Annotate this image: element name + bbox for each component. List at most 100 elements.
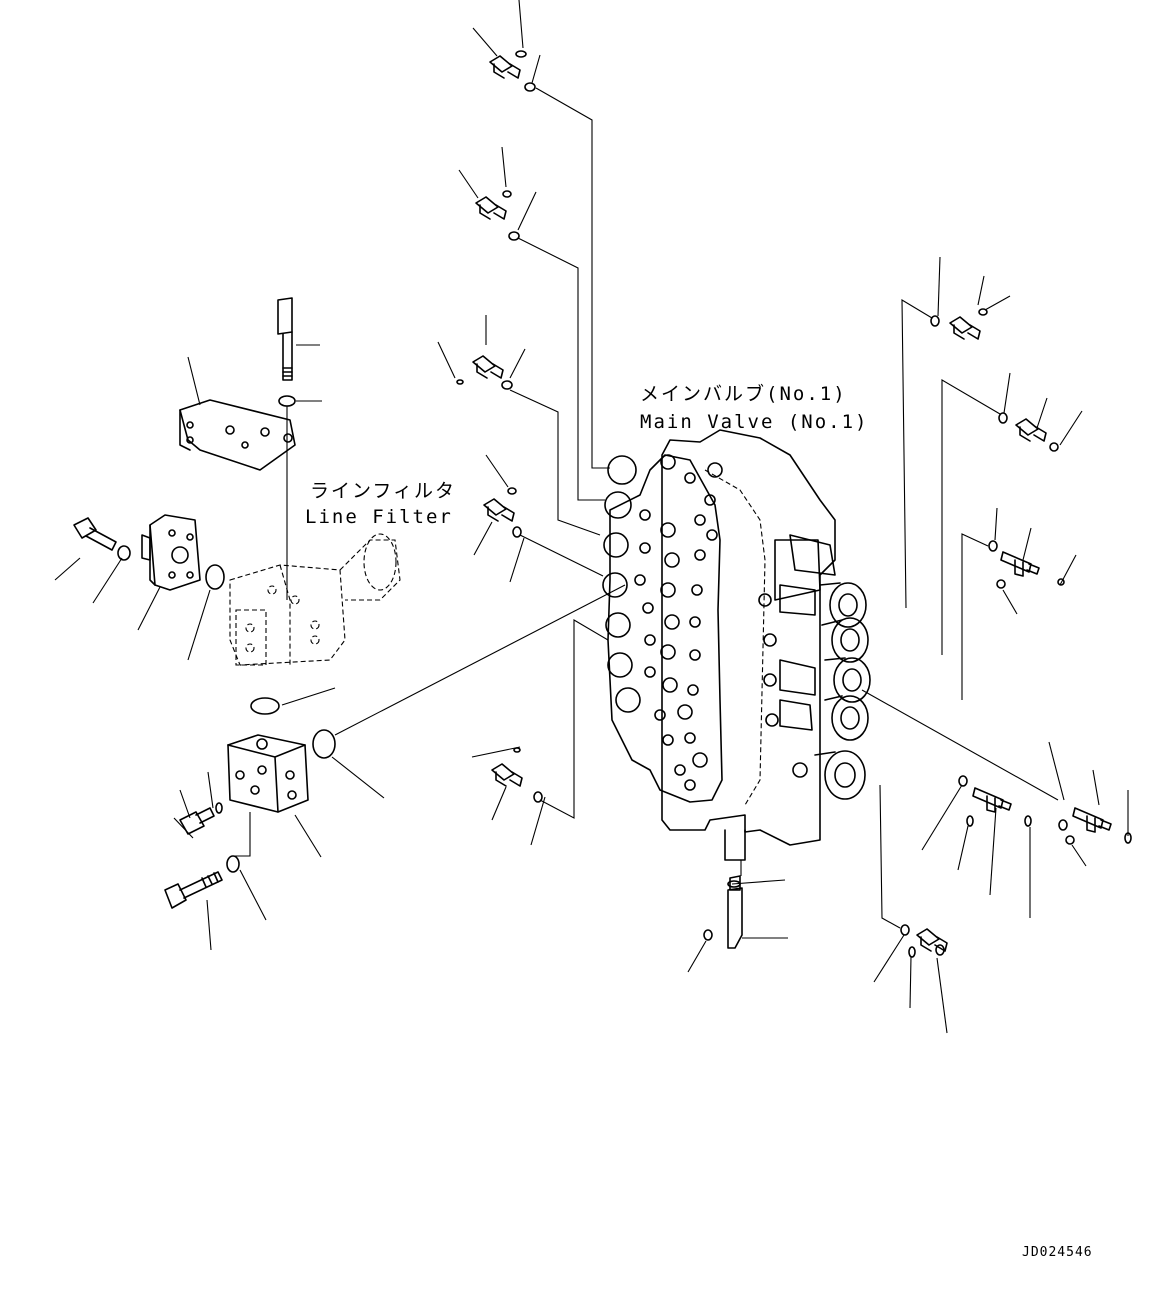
tee-end — [998, 799, 1012, 811]
valve-port-hole — [660, 454, 676, 470]
valve-port-hole — [684, 472, 696, 484]
fitting-body — [476, 363, 488, 379]
leader-line — [1022, 527, 1032, 561]
valve-port-hole — [660, 644, 676, 660]
o-ring — [524, 82, 536, 92]
leader-line — [1002, 589, 1018, 615]
leader-line — [531, 54, 541, 84]
valve-port-hole — [644, 666, 656, 678]
fitting-stem — [490, 363, 504, 379]
o-ring — [512, 526, 522, 538]
flange-o-ring — [205, 564, 225, 590]
leader-line — [509, 537, 525, 583]
valve-port-hole — [687, 684, 699, 696]
fitting-stem — [1033, 426, 1047, 442]
valve-port-hole — [677, 704, 693, 720]
elbow-fitting — [472, 355, 504, 379]
fitting-body — [495, 771, 507, 787]
valve-port-hole — [662, 734, 674, 746]
connection-line — [535, 87, 610, 469]
elbow-fitting — [483, 498, 515, 522]
o-ring — [508, 231, 520, 241]
valve-port-hole — [694, 514, 706, 526]
valve-port-hole — [639, 542, 651, 554]
o-ring — [727, 880, 741, 888]
leader-line — [485, 454, 509, 488]
valve-port-hole — [691, 584, 703, 596]
line-filter-label-en: Line Filter — [305, 506, 453, 528]
connection-line — [961, 533, 989, 700]
o-ring — [966, 815, 974, 827]
valve-port-hole — [689, 616, 701, 628]
connection-line — [901, 299, 933, 609]
fitting-stem — [501, 506, 515, 522]
valve-port-hole — [684, 732, 696, 744]
o-ring — [1058, 819, 1068, 831]
line-filter-label-jp: ラインフィルタ — [310, 480, 456, 502]
tee-body — [1000, 551, 1032, 573]
valve-port-hole — [639, 509, 651, 521]
leader-line — [936, 957, 948, 1034]
leader-line — [1092, 769, 1100, 806]
leader-line — [207, 771, 214, 809]
valve-port-hole — [689, 649, 701, 661]
connection-line — [539, 619, 609, 819]
tee-branch — [986, 795, 996, 813]
connection-line — [517, 237, 605, 501]
leader-line — [331, 756, 385, 799]
leader-line — [1048, 741, 1065, 801]
valve-spool-caps — [774, 539, 871, 800]
leader-line — [137, 586, 161, 631]
o-ring — [998, 412, 1008, 424]
line-filter — [229, 533, 401, 666]
leader-line — [471, 746, 521, 758]
elbow-fitting — [1015, 418, 1047, 442]
o-ring — [958, 775, 968, 787]
valve-port-hole — [704, 494, 716, 506]
fitting-stem — [934, 936, 948, 952]
valve-port-hole — [692, 752, 708, 768]
leader-line — [1059, 554, 1077, 586]
o-ring — [930, 315, 940, 327]
leader-line — [437, 341, 456, 379]
elbow-pipe — [727, 887, 743, 949]
connection-line — [519, 534, 604, 577]
leader-line — [92, 557, 123, 604]
valve-port-hole — [654, 709, 666, 721]
fitting-stem — [507, 63, 521, 79]
tee-body — [1072, 807, 1104, 829]
valve-port-hole — [664, 552, 680, 568]
o-ring — [988, 540, 998, 552]
leader-line — [1003, 372, 1011, 414]
main-valve — [602, 429, 871, 861]
elbow-fitting — [949, 316, 981, 340]
leader-line — [873, 934, 905, 983]
valve-port-hole — [664, 614, 680, 630]
fittings — [456, 50, 1132, 958]
valve-pilot-fittings — [758, 534, 836, 778]
leader-line — [501, 146, 507, 188]
leader-line — [530, 796, 546, 846]
leader-line — [977, 275, 985, 306]
leader-line — [1071, 844, 1087, 867]
o-ring — [996, 579, 1006, 589]
fitting-body — [953, 324, 965, 340]
tee-fitting — [1072, 807, 1112, 833]
tee-fitting — [972, 787, 1012, 813]
o-ring — [507, 487, 517, 495]
connector-block — [227, 734, 309, 813]
o-ring — [456, 379, 464, 385]
fitting-body — [479, 204, 491, 220]
connection-line — [509, 389, 601, 536]
leader-line — [281, 687, 336, 706]
connection-line — [879, 784, 901, 929]
valve-port-hole — [707, 462, 723, 478]
elbow-fitting — [916, 928, 948, 952]
leader-line — [517, 191, 537, 231]
connection-line — [861, 689, 1059, 801]
leader-line — [239, 869, 267, 921]
filter-o-ring — [250, 697, 280, 715]
filter-flange — [141, 514, 201, 591]
fitting-stem — [493, 204, 507, 220]
tee-end — [1098, 819, 1112, 831]
